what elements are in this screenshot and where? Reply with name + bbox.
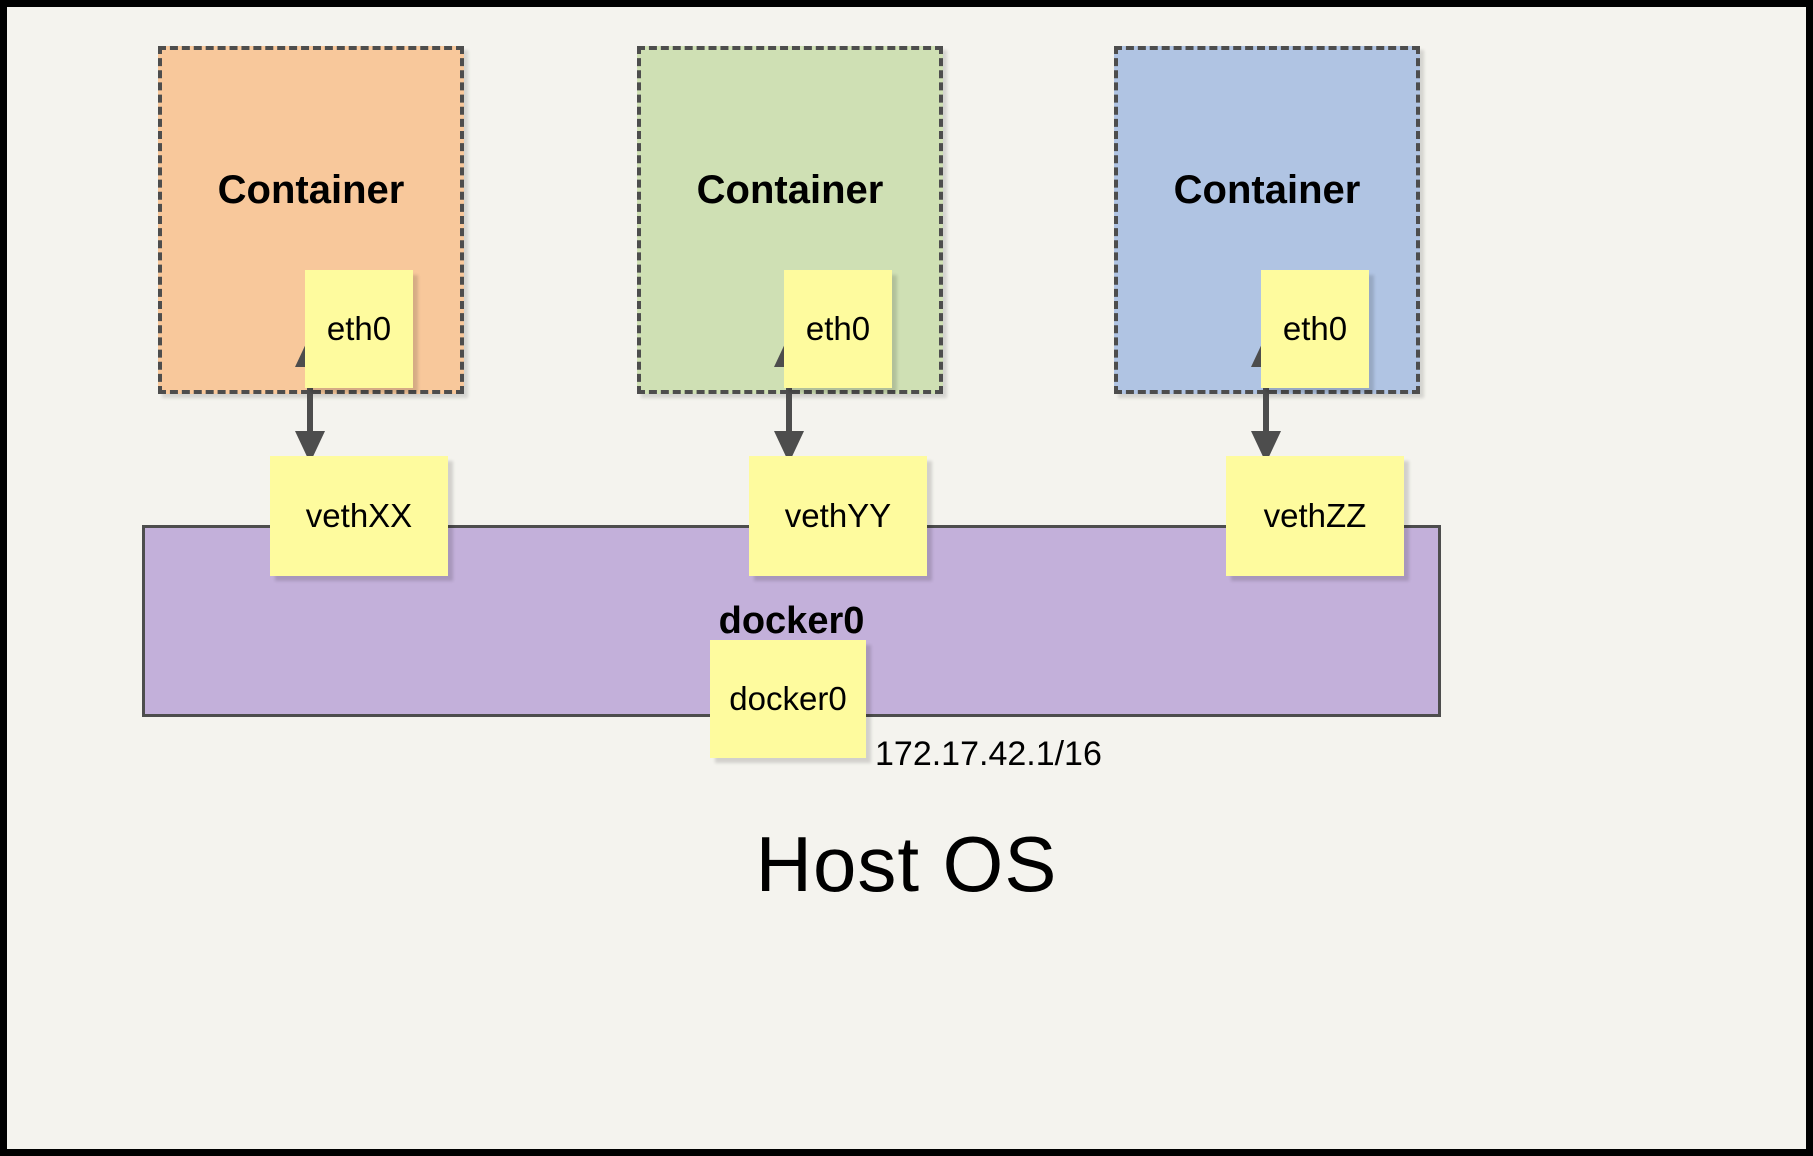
veth-label-1: vethXX — [305, 497, 413, 534]
docker0-badge-box: docker0 — [710, 640, 866, 758]
diagram-stage: Container eth0 Container eth0 Container … — [7, 7, 1806, 1149]
container-title-3: Container — [1173, 168, 1361, 212]
veth-label-2: vethYY — [784, 497, 892, 534]
veth-box-1: vethXX — [270, 456, 448, 576]
veth-box-2: vethYY — [749, 456, 927, 576]
eth0-box-3: eth0 — [1261, 270, 1369, 388]
eth0-label-1: eth0 — [326, 310, 392, 347]
eth0-label-3: eth0 — [1282, 310, 1348, 347]
docker0-badge-label: docker0 — [729, 680, 847, 717]
eth0-box-1: eth0 — [305, 270, 413, 388]
veth-box-3: vethZZ — [1226, 456, 1404, 576]
container-title-1: Container — [217, 168, 405, 212]
veth-label-3: vethZZ — [1263, 497, 1367, 534]
eth0-box-2: eth0 — [784, 270, 892, 388]
docker0-ip-address: 172.17.42.1/16 — [875, 735, 1102, 773]
eth0-label-2: eth0 — [805, 310, 871, 347]
docker0-bar-title: docker0 — [718, 600, 865, 642]
container-title-2: Container — [696, 168, 884, 212]
host-os-label: Host OS — [755, 820, 1058, 908]
